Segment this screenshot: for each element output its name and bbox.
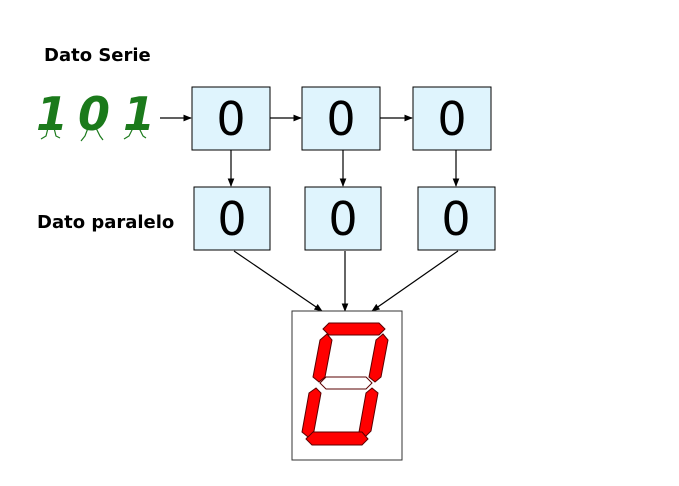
segment-a xyxy=(322,322,386,336)
segment-f xyxy=(312,333,333,383)
svg-text:0: 0 xyxy=(437,92,466,146)
parallel-register-cell: 0 xyxy=(304,186,382,251)
shift-register-cell: 0 xyxy=(301,86,381,151)
shift-register-cell: 0 xyxy=(191,86,271,151)
parallel-register-cell: 0 xyxy=(193,186,271,251)
svg-text:1: 1 xyxy=(36,87,68,141)
display-input-arrow xyxy=(233,250,323,312)
serial-digit: 1 xyxy=(36,87,68,141)
display-input-arrow xyxy=(371,250,459,312)
segment-e xyxy=(301,387,322,438)
segment-b xyxy=(368,333,389,383)
shift-register: 0 0 0 xyxy=(191,86,492,151)
parallel-data-label: Dato paralelo xyxy=(37,212,174,233)
parallel-register-cell: 0 xyxy=(417,186,496,251)
shift-register-cell: 0 xyxy=(412,86,492,151)
serial-input-stream: 1 0 1 xyxy=(36,87,155,142)
svg-text:0: 0 xyxy=(216,92,245,146)
svg-text:0: 0 xyxy=(217,192,246,246)
serial-digit: 1 xyxy=(123,87,155,141)
serial-digit: 0 xyxy=(78,87,110,142)
segment-g xyxy=(319,376,373,390)
svg-text:0: 0 xyxy=(78,87,110,141)
parallel-register: 0 0 0 xyxy=(193,186,496,251)
svg-text:0: 0 xyxy=(441,192,470,246)
serial-data-label: Dato Serie xyxy=(44,45,151,66)
svg-text:1: 1 xyxy=(123,87,155,141)
seven-segment-display xyxy=(291,310,403,461)
svg-text:0: 0 xyxy=(326,92,355,146)
segment-d xyxy=(305,431,369,446)
svg-text:0: 0 xyxy=(328,192,357,246)
